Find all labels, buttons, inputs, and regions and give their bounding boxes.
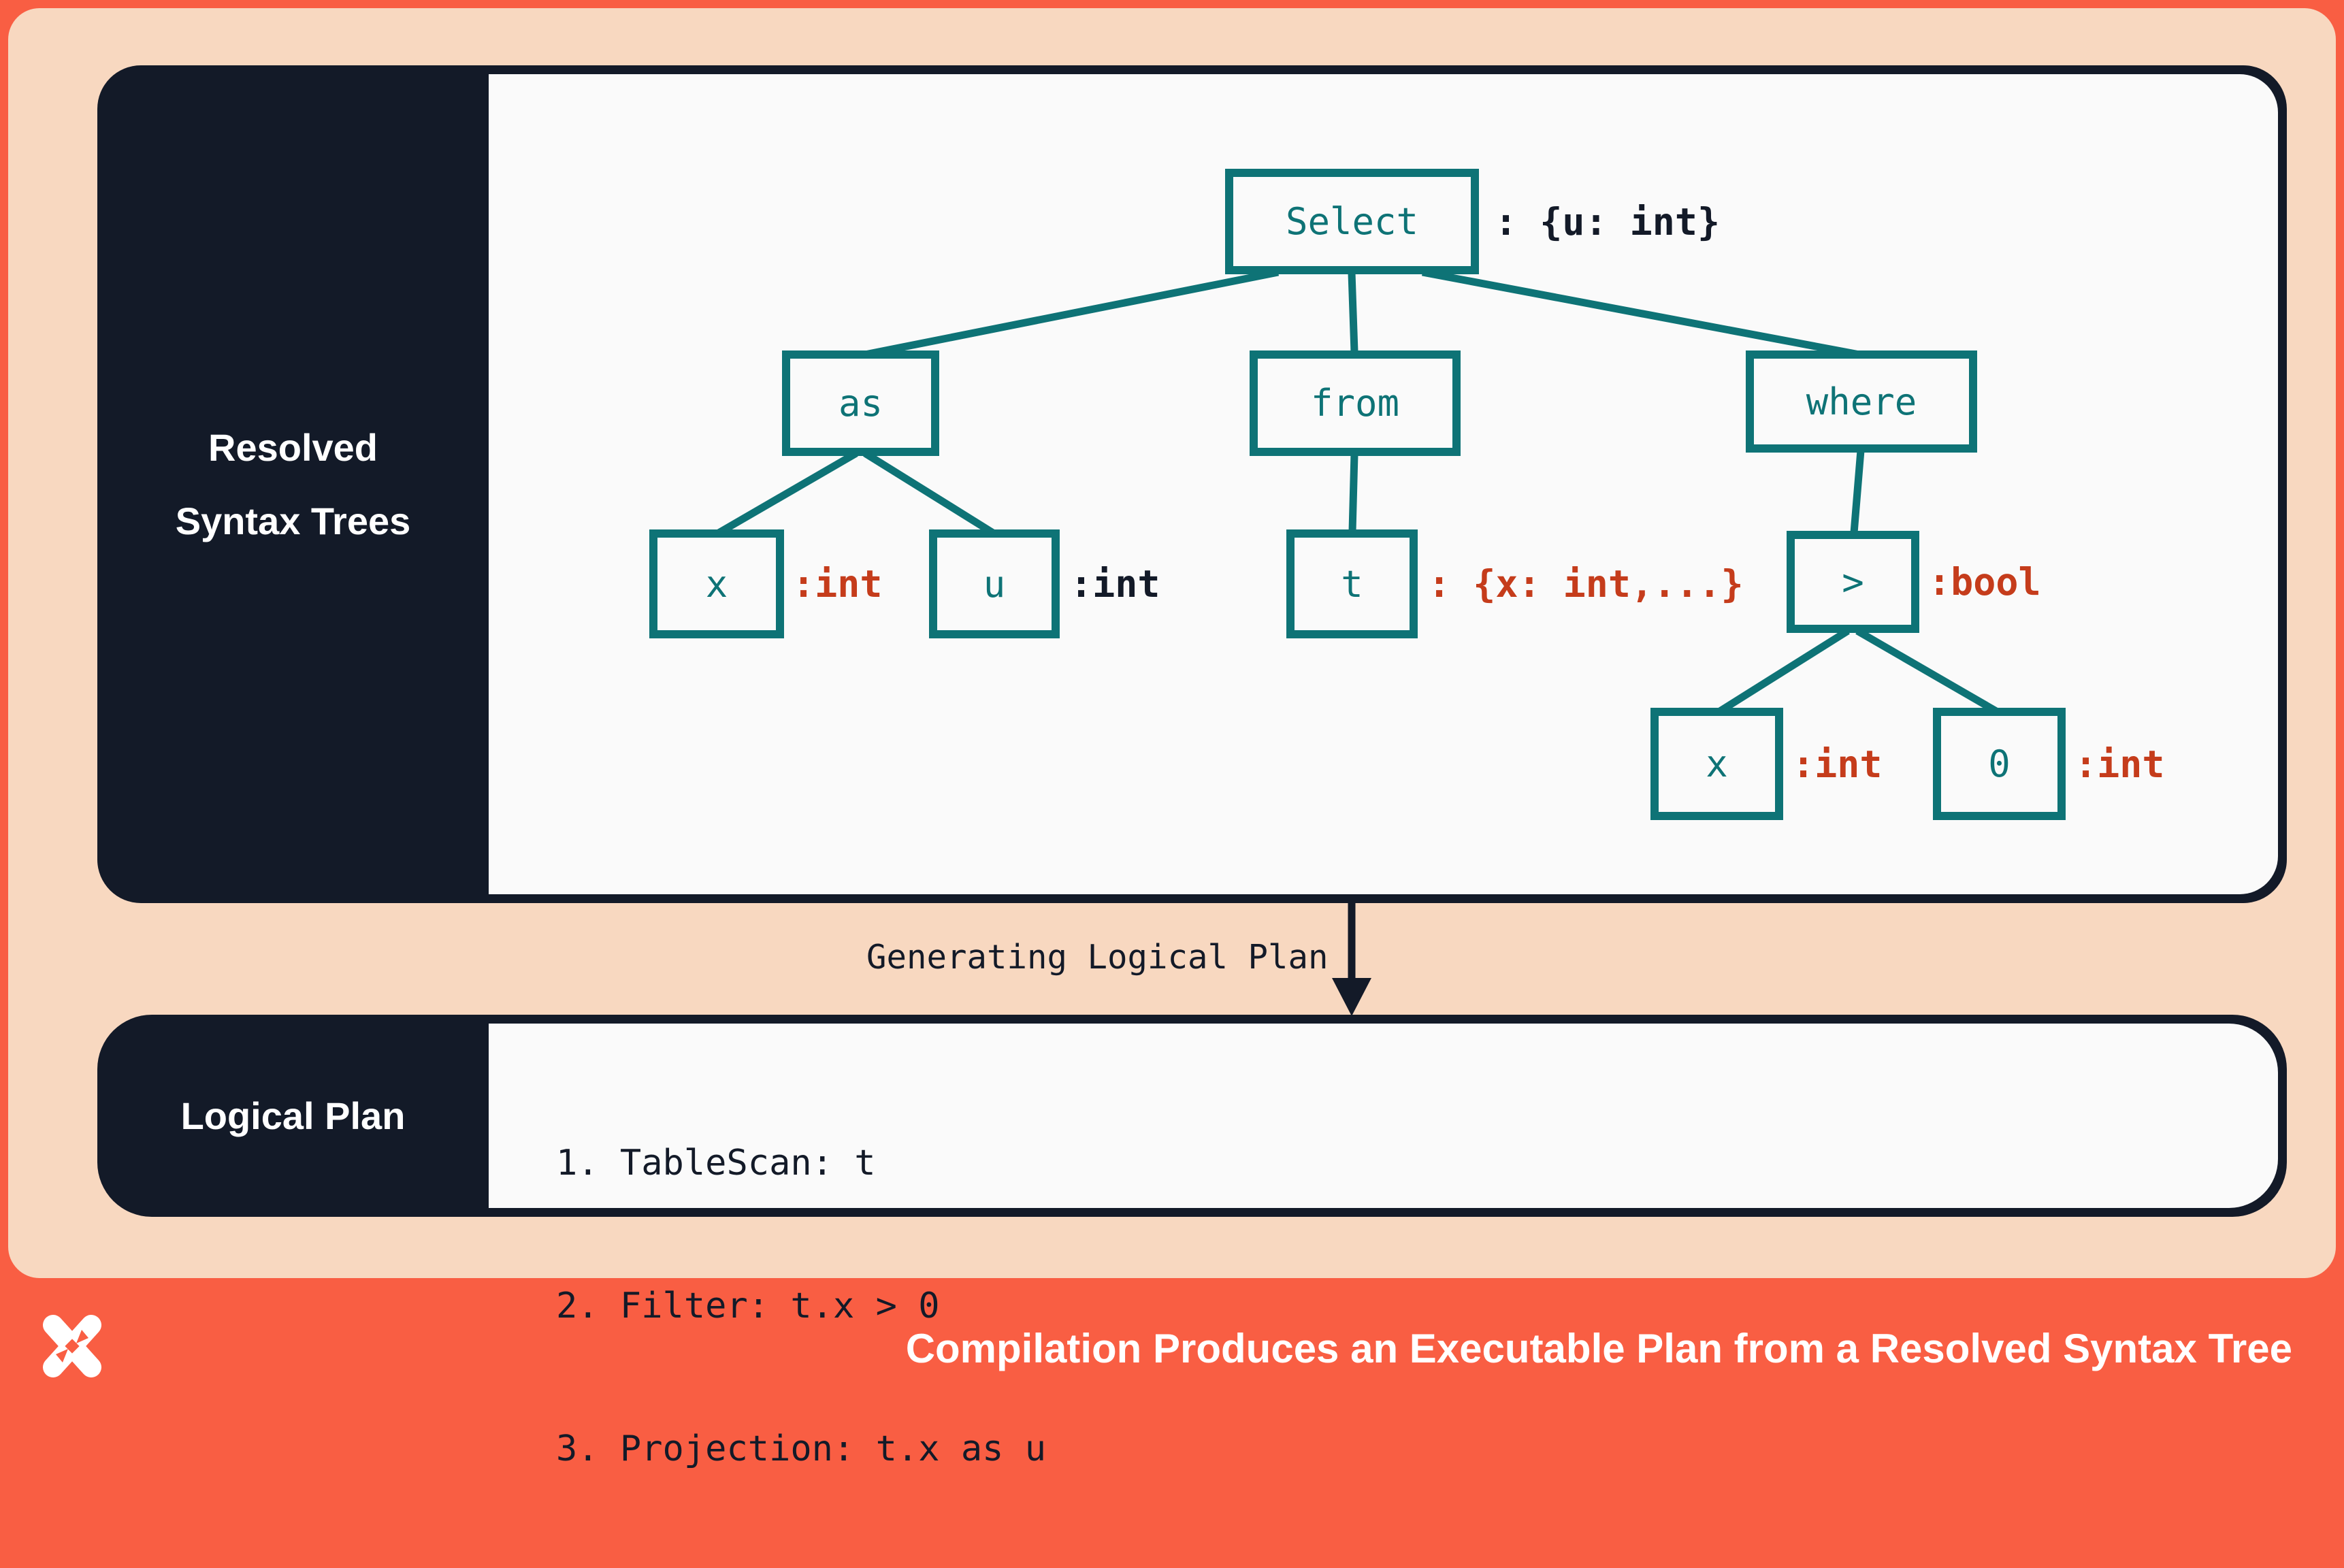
sidebar-label: Logical Plan bbox=[180, 1094, 406, 1137]
footer-title: Compilation Produces an Executable Plan … bbox=[905, 1325, 2292, 1371]
plan-step: 2. Filter: t.x > 0 bbox=[556, 1286, 940, 1326]
transition-label: Generating Logical Plan bbox=[866, 938, 1329, 977]
sidebar-label-line2: Syntax Trees bbox=[175, 499, 411, 542]
plan-step: 1. TableScan: t bbox=[556, 1143, 876, 1183]
resolved-syntax-trees-sidebar: Resolved Syntax Trees bbox=[97, 65, 489, 903]
logical-plan-sidebar: Logical Plan bbox=[97, 1015, 489, 1217]
plan-step: 3. Projection: t.x as u bbox=[556, 1428, 1047, 1469]
footer-bar: Compilation Produces an Executable Plan … bbox=[0, 1278, 2344, 1418]
x-mark-logo-icon bbox=[43, 1315, 101, 1377]
logical-plan-content: 1. TableScan: t 2. Filter: t.x > 0 3. Pr… bbox=[489, 1024, 2278, 1469]
sidebar-label-line1: Resolved bbox=[208, 425, 378, 469]
logical-plan-panel: Logical Plan 1. TableScan: t 2. Filter: … bbox=[97, 1015, 2287, 1469]
down-arrow-icon bbox=[1332, 903, 1371, 1016]
